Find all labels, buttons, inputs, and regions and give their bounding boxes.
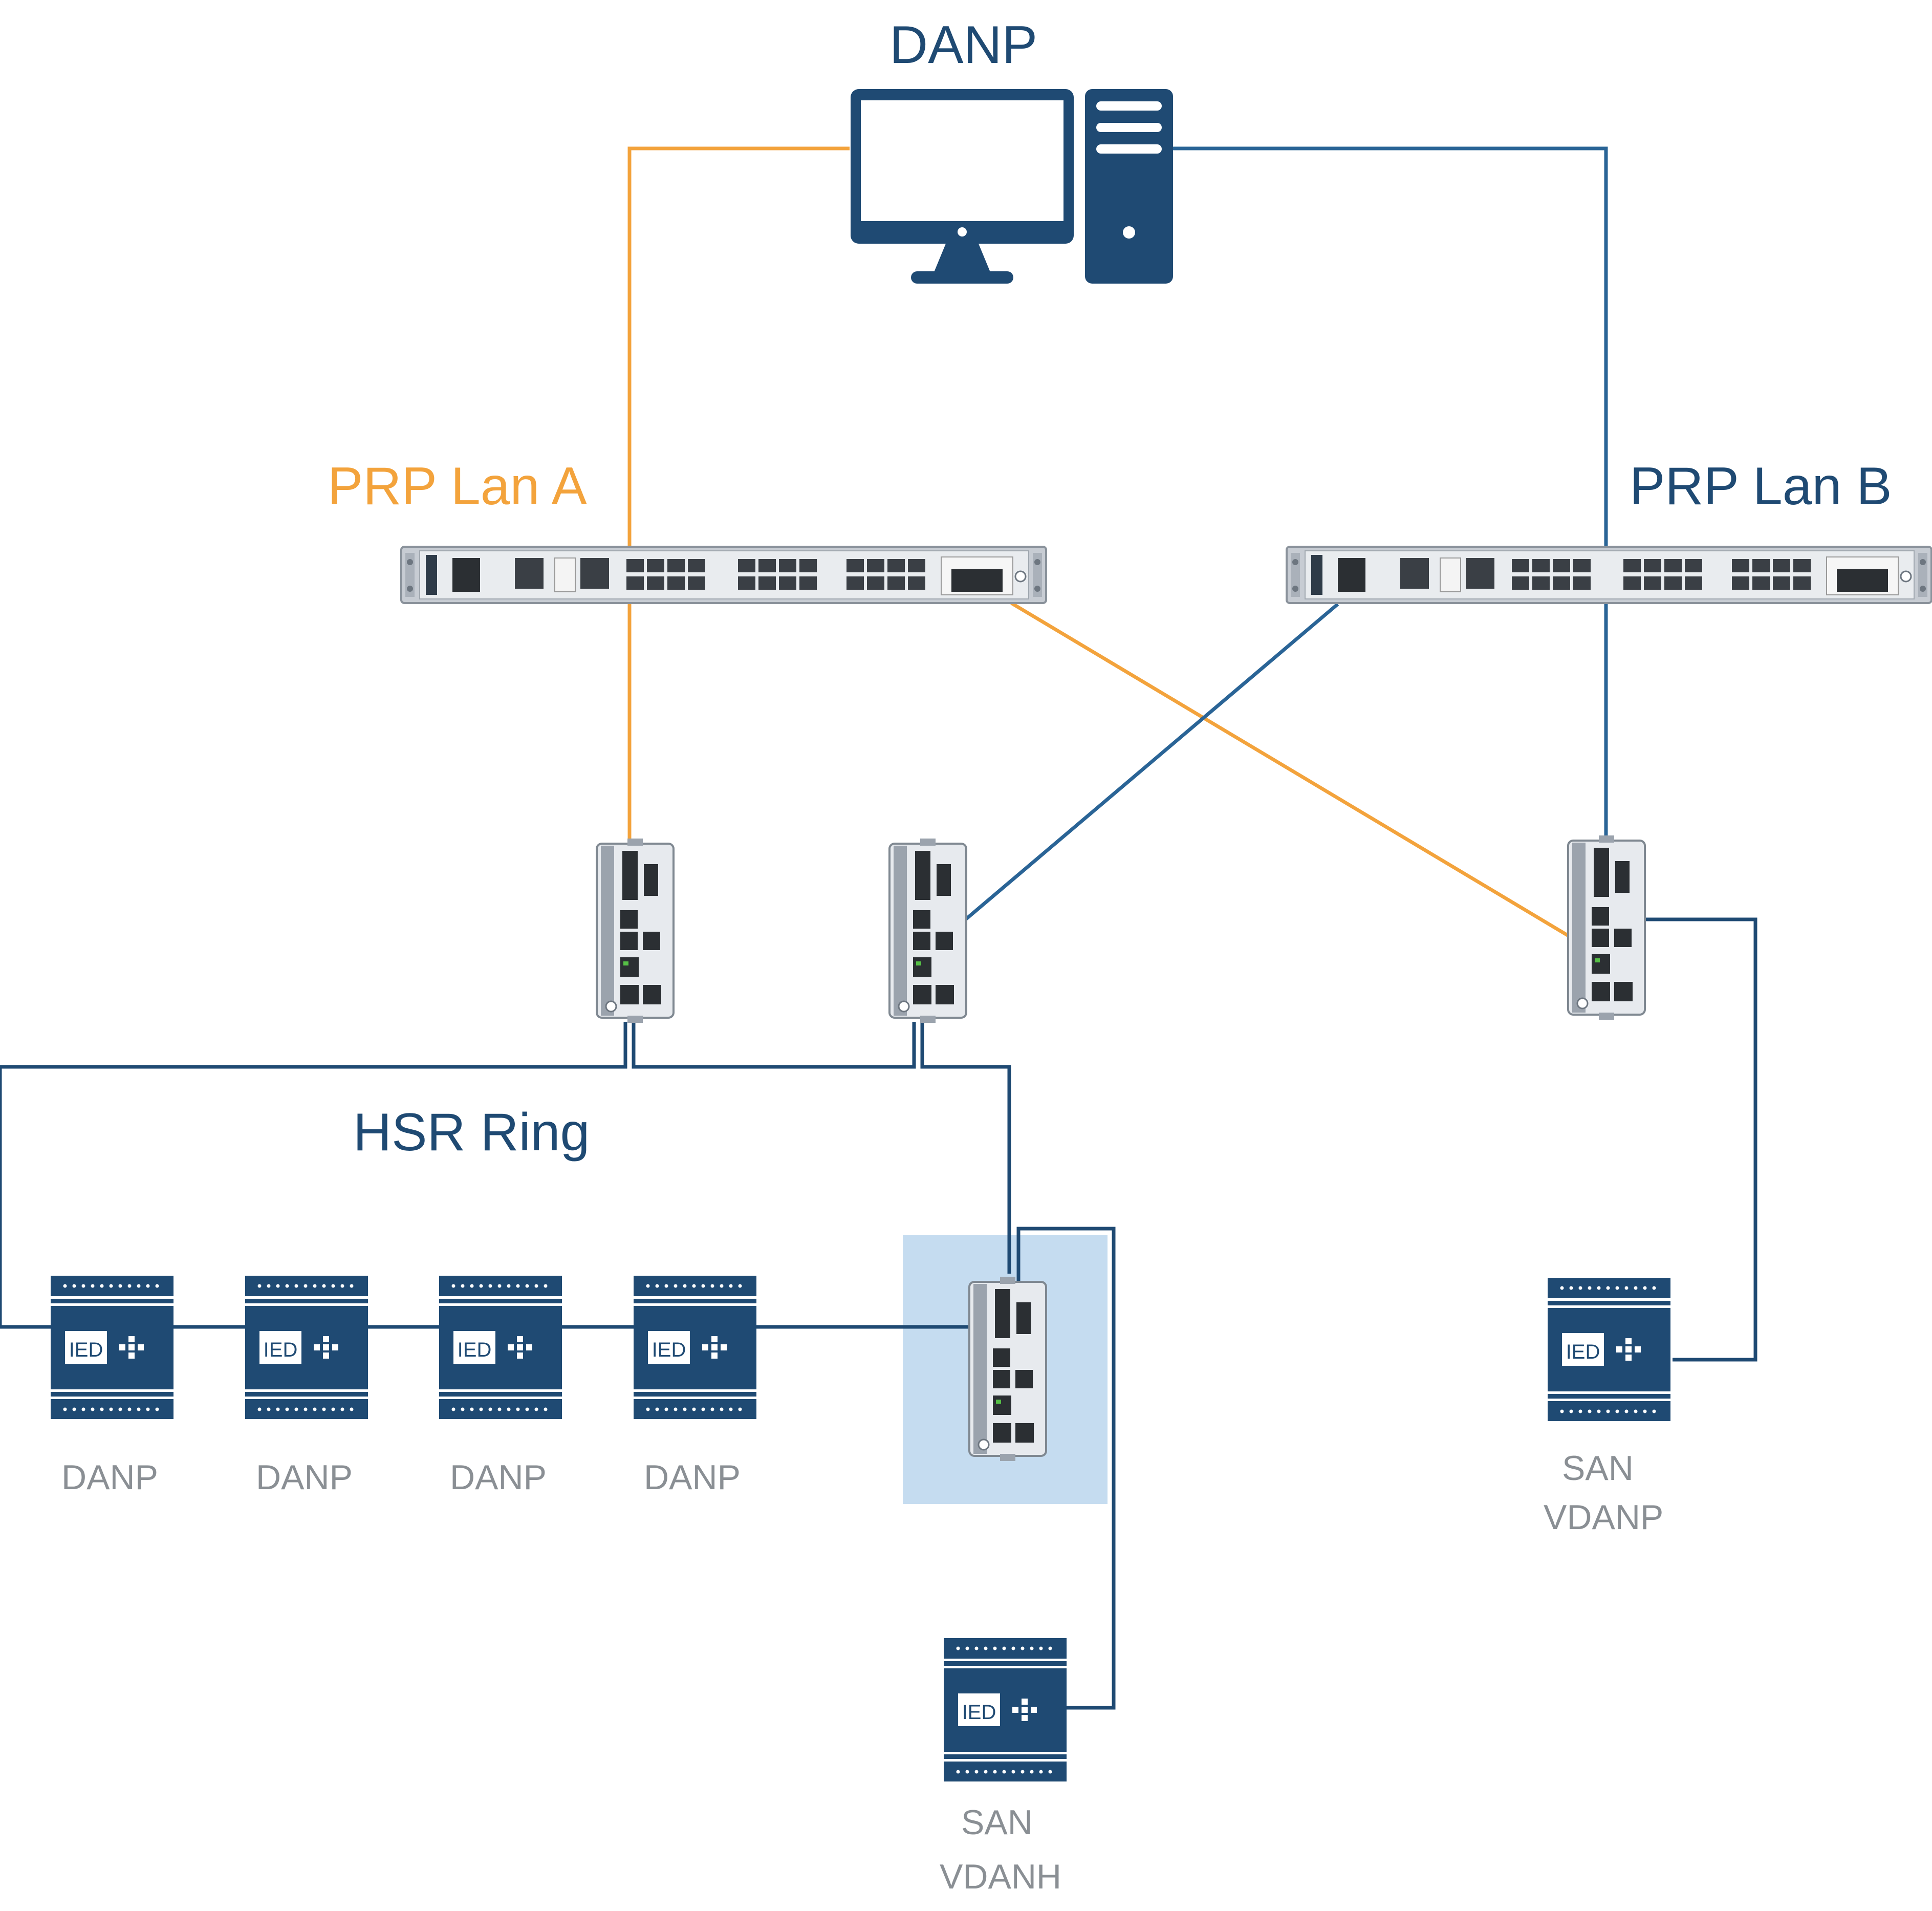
san-vdanp-label-line1: SAN (1562, 1449, 1634, 1488)
lan-a-link-san-redbox (1010, 601, 1571, 939)
redbox-2-icon (888, 838, 967, 1024)
redbox-1-icon (596, 838, 675, 1024)
hsr-node-label: DANP (644, 1458, 741, 1497)
redbox-san-vdanh-icon (968, 1276, 1047, 1462)
hsr-node-label: DANP (450, 1458, 547, 1497)
ied-label: IED (652, 1339, 686, 1361)
san-vdanh-label-line1: SAN (961, 1803, 1033, 1842)
lan-b-link-computer (1172, 146, 1608, 549)
lan-a-link-computer (627, 146, 850, 549)
san-vdanh-link (1016, 1227, 1116, 1710)
ied-label: IED (962, 1701, 996, 1724)
hsr-node-label: DANP (61, 1458, 158, 1497)
switch-lan-a-icon (400, 546, 1047, 604)
lan-b-label: PRP Lan B (1630, 457, 1892, 516)
switch-lan-b-icon (1286, 546, 1932, 604)
ied-label: IED (458, 1339, 492, 1361)
hsr-node-label: DANP (256, 1458, 353, 1497)
ied-label: IED (264, 1339, 298, 1361)
hsr-ring-label: HSR Ring (353, 1103, 590, 1162)
computer-label: DANP (889, 15, 1037, 75)
lan-a-label: PRP Lan A (328, 457, 587, 516)
san-vdanh-label-line2: VDANH (940, 1857, 1062, 1896)
san-vdanp-label-line2: VDANP (1544, 1498, 1664, 1537)
ied-label: IED (69, 1339, 103, 1361)
lan-b-link-redbox-2 (962, 603, 1339, 923)
redbox-san-vdanp-icon (1567, 834, 1646, 1021)
hsr-ring-right (920, 1022, 1011, 1274)
ied-label: IED (1566, 1341, 1600, 1363)
hsr-ring-mid (632, 1022, 916, 1069)
computer-icon (851, 89, 1173, 284)
san-vdanp-link (1642, 917, 1757, 1362)
